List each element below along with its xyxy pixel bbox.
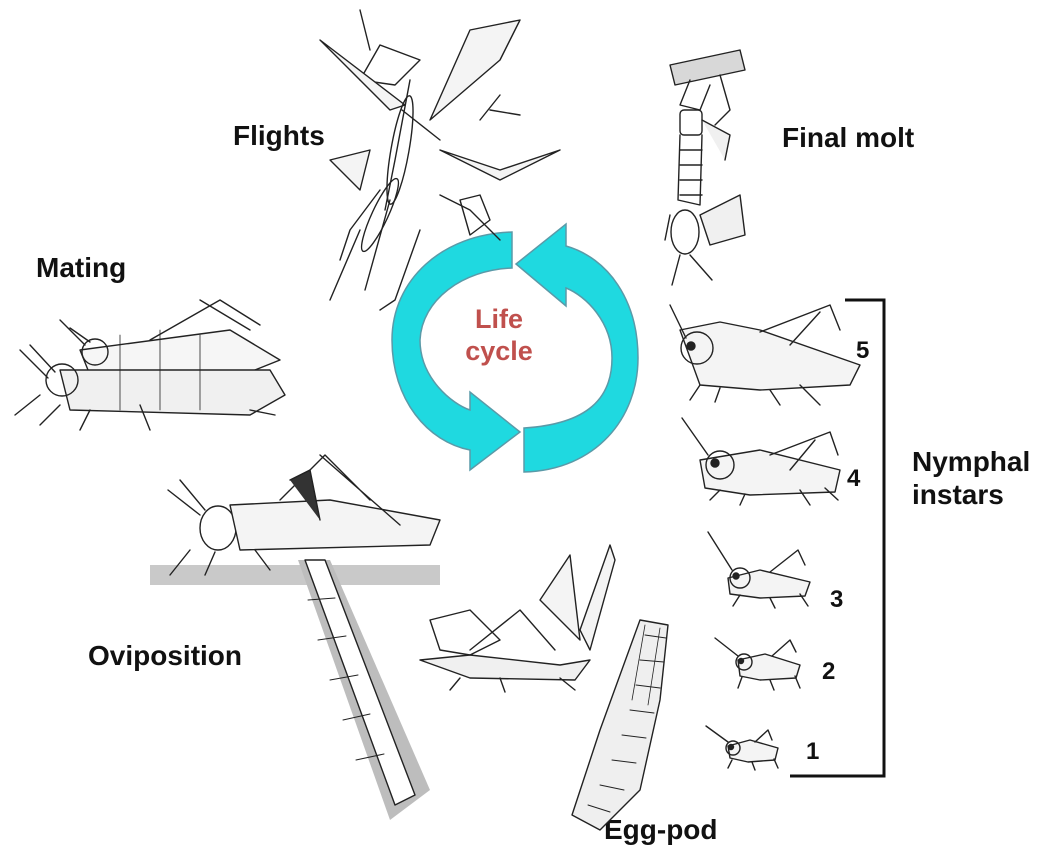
cycle-arrow-left [391,231,522,472]
locust-nymph-icon [669,304,861,406]
label-mating: Mating [36,252,127,283]
locust-ovipositing-icon [150,454,441,820]
instar-number-3: 3 [830,586,844,613]
instar-number-5: 5 [856,337,870,364]
instar-number-4: 4 [847,465,861,492]
locust-hatching-adult-icon [419,544,616,693]
instar-number-1: 1 [806,738,820,765]
cycle-arrow-right [514,222,639,473]
locust-flying-icon [319,9,561,311]
label-egg-pod: Egg-pod [604,814,718,845]
center-title: Life cycle [444,304,554,368]
label-nymphal-instars: Nymphal instars [912,446,1031,511]
label-oviposition: Oviposition [88,640,242,671]
label-flights: Flights [233,120,325,151]
center-title-line2: cycle [465,335,533,366]
locust-nymph-icon [707,531,811,609]
locust-nymph-icon [705,725,779,771]
locust-nymph-icon [681,417,841,506]
locust-mating-icon [14,299,286,431]
label-final-molt: Final molt [782,122,915,153]
locust-nymph-icon [714,637,801,691]
locust-molting-icon [664,49,746,286]
locust-egg-pod-icon [571,619,669,831]
center-title-line1: Life [474,304,523,334]
instar-number-2: 2 [822,658,836,685]
